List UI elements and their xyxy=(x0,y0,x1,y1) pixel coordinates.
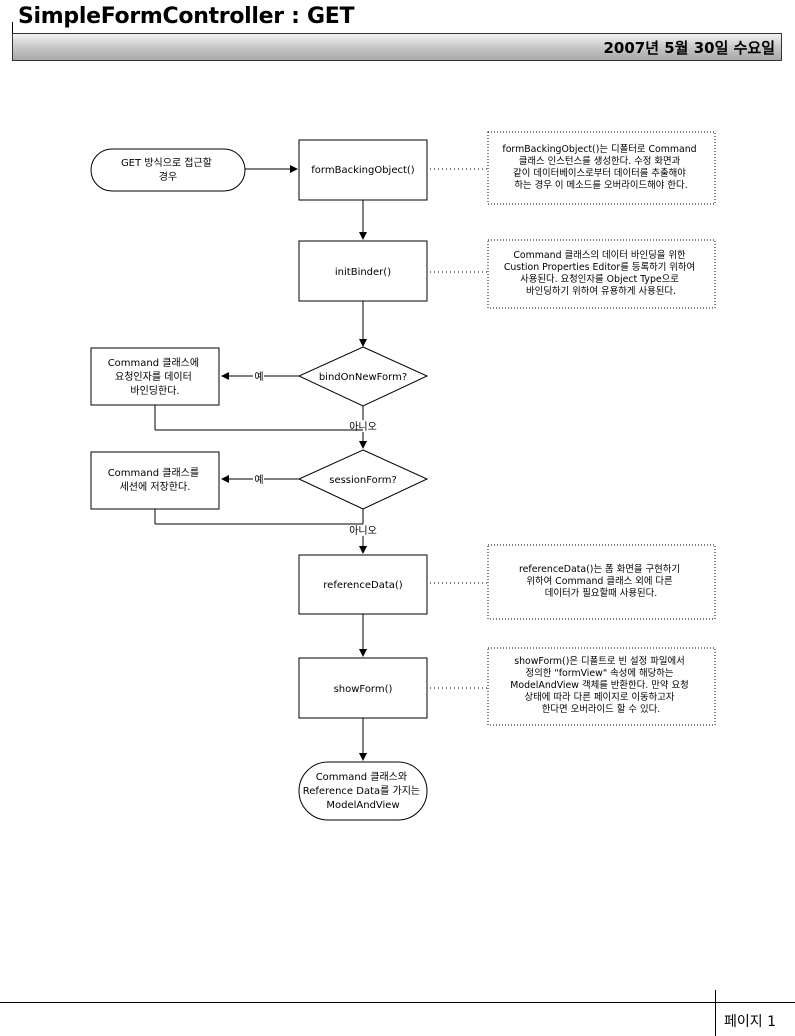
end-label-line: ModelAndView xyxy=(326,800,399,811)
note-reference-data: referenceData()는 폼 화면을 구현하기 위하여 Command … xyxy=(519,564,683,599)
start-node xyxy=(90,148,246,192)
reference-data-label: referenceData() xyxy=(323,580,403,591)
show-form-label: showForm() xyxy=(334,684,393,695)
note-line: 하는 경우 이 메소드를 오버라이드해야 한다. xyxy=(514,179,687,191)
session-yes-line: 세션에 저장한다. xyxy=(120,481,191,493)
init-binder-label: initBinder() xyxy=(335,267,391,278)
session-yes-line: Command 클래스를 xyxy=(108,467,199,479)
no-edge-label: 아니오 xyxy=(349,421,377,433)
bind-yes-box xyxy=(90,347,220,406)
yes-edge-label: 예 xyxy=(254,474,263,486)
note-line: 클래스 인스턴스를 생성한다. 수정 화면과 xyxy=(519,156,681,167)
page-number: 페이지 1 xyxy=(724,1014,776,1030)
no-edge-label: 아니오 xyxy=(349,525,377,537)
date-text: 2007년 5월 30일 수요일 xyxy=(603,39,775,57)
note-reference-data-box xyxy=(487,544,716,620)
form-backing-object-box xyxy=(298,139,428,201)
note-line: Custion Properties Editor를 등록하기 위하여 xyxy=(504,261,695,273)
page-title: SimpleFormController : GET xyxy=(18,4,355,29)
note-line: Command 클래스의 데이터 바인딩을 위한 xyxy=(513,250,686,261)
bind-yes-line: 요청인자를 데이터 xyxy=(115,371,192,383)
note-line: 한다면 오버라이드 할 수 있다. xyxy=(542,703,660,715)
note-show-form: showForm()은 디폴트로 빈 설정 파일에서 정의한 "formView… xyxy=(510,656,691,715)
start-label: GET 방식으로 접근할 경우 xyxy=(121,157,215,183)
end-label-line: Command 클래스와 xyxy=(316,771,407,783)
bind-yes-label: Command 클래스에 요청인자를 데이터 바인딩한다. xyxy=(108,357,203,397)
note-line: 상태에 따라 다른 페이지로 이동하고자 xyxy=(525,692,675,703)
bind-yes-line: Command 클래스에 xyxy=(108,357,199,369)
session-form-label: sessionForm? xyxy=(329,475,397,486)
note-line: 사용된다. 요청인자를 Object Type으로 xyxy=(520,273,679,285)
note-form-backing-object-box xyxy=(487,131,716,205)
note-line: 바인딩하기 위하여 유용하게 사용된다. xyxy=(526,285,676,297)
footer-tick-line xyxy=(715,990,716,1036)
note-line: 위하여 Command 클래스 외에 다른 xyxy=(526,575,673,587)
start-label-line: 경우 xyxy=(159,170,177,183)
start-label-line: GET 방식으로 접근할 xyxy=(121,157,212,169)
note-line: ModelAndView 객체를 반환한다. 만약 요청 xyxy=(510,679,688,691)
show-form-box xyxy=(298,657,428,719)
note-line: formBackingObject()는 디폴터로 Command xyxy=(502,144,696,155)
bind-on-new-form-label: bindOnNewForm? xyxy=(319,372,407,383)
note-form-backing-object: formBackingObject()는 디폴터로 Command 클래스 인스… xyxy=(502,144,699,191)
form-backing-object-label: formBackingObject() xyxy=(311,165,415,176)
end-label: Command 클래스와 Reference Data를 가지는 ModelAn… xyxy=(303,771,424,811)
session-yes-box xyxy=(90,451,220,510)
note-line: 데이터가 필요할때 사용된다. xyxy=(545,587,657,599)
date-bar: 2007년 5월 30일 수요일 xyxy=(12,33,782,61)
note-init-binder-box xyxy=(487,239,716,309)
note-line: showForm()은 디폴트로 빈 설정 파일에서 xyxy=(514,656,685,667)
note-line: referenceData()는 폼 화면을 구현하기 xyxy=(519,564,680,575)
note-line: 정의한 "formView" 속성에 해당하는 xyxy=(526,667,674,679)
end-node xyxy=(298,761,428,821)
session-yes-label: Command 클래스를 세션에 저장한다. xyxy=(108,467,203,493)
footer-rule xyxy=(0,1002,795,1003)
title-tick-line xyxy=(12,22,13,34)
note-line: 같이 데이터베이스로부터 데이터를 추출해야 xyxy=(513,167,686,179)
note-init-binder: Command 클래스의 데이터 바인딩을 위한 Custion Propert… xyxy=(504,250,698,297)
end-label-line: Reference Data를 가지는 xyxy=(303,785,420,797)
reference-data-box xyxy=(298,554,428,615)
init-binder-box xyxy=(298,240,428,302)
yes-edge-label: 예 xyxy=(254,371,263,383)
note-show-form-box xyxy=(487,647,716,726)
bind-yes-line: 바인딩한다. xyxy=(130,385,179,397)
bind-on-new-form-decision xyxy=(297,346,429,407)
session-form-decision xyxy=(297,449,429,510)
